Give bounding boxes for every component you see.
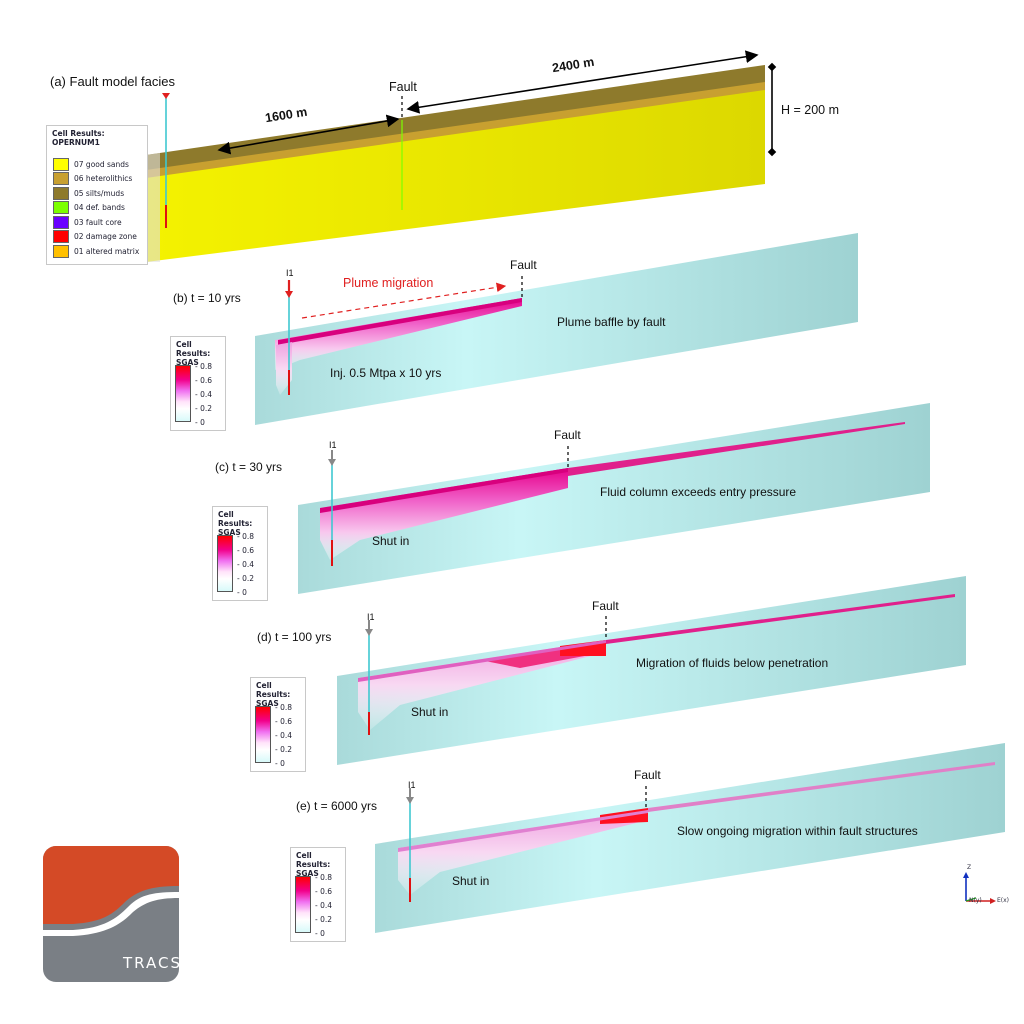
well-label-d: I1 xyxy=(367,612,375,622)
sgas-legend-title: Cell Results: xyxy=(218,510,253,528)
facies-swatch xyxy=(53,215,69,229)
sgas-tick-label: - 0.8 xyxy=(195,362,213,371)
facies-swatch xyxy=(53,186,69,200)
sgas-tick-label: - 0.2 xyxy=(237,574,255,583)
panel-c-sub: Shut in xyxy=(372,534,410,548)
facies-legend-item: 06 heterolithics xyxy=(53,172,133,185)
panel-d-time: (d) t = 100 yrs xyxy=(257,630,332,644)
sgas-legend-e: Cell Results: SGAS - 0.8 - 0.6 - 0.4 - 0.2 -… xyxy=(290,847,346,942)
facies-swatch xyxy=(53,157,69,171)
facies-legend-subtitle: OPERNUM1 xyxy=(52,138,100,147)
sgas-tick-label: - 0.8 xyxy=(237,532,255,541)
axis-triad xyxy=(963,872,996,904)
facies-label: 07 good sands xyxy=(74,159,129,169)
sgas-colorbar xyxy=(255,706,271,763)
facies-model-block xyxy=(146,65,765,262)
sgas-tick-label: - 0.6 xyxy=(237,546,255,555)
facies-legend-title: Cell Results: xyxy=(52,129,105,138)
sgas-tick-label: - 0.4 xyxy=(315,901,333,910)
well-label-b: I1 xyxy=(286,268,294,278)
facies-legend: Cell Results: OPERNUM1 07 good sands 06 h… xyxy=(46,125,148,265)
panel-c-slab xyxy=(298,403,930,594)
sgas-tick-label: - 0 xyxy=(237,588,247,597)
sgas-tick-label: - 0.4 xyxy=(195,390,213,399)
facies-label: 01 altered matrix xyxy=(74,246,140,256)
well-label-c: I1 xyxy=(329,440,337,450)
panel-d-slab xyxy=(337,576,966,765)
sgas-colorbar xyxy=(217,535,233,592)
panel-d-sub: Shut in xyxy=(411,705,449,719)
sgas-tick-label: - 0.4 xyxy=(237,560,255,569)
axis-y-label: N(y) xyxy=(969,897,982,904)
sgas-tick-label: - 0.6 xyxy=(315,887,333,896)
facies-swatch xyxy=(53,244,69,258)
sgas-legend-d: Cell Results: SGAS - 0.8 - 0.6 - 0.4 - 0.2 -… xyxy=(250,677,306,772)
axis-z-label: Z xyxy=(967,864,972,871)
sgas-tick-label: - 0.2 xyxy=(315,915,333,924)
axis-x-label: E(x) xyxy=(997,897,1010,904)
sgas-tick-label: - 0.8 xyxy=(275,703,293,712)
facies-swatch xyxy=(53,172,69,185)
sgas-legend-title: Cell Results: xyxy=(296,851,331,869)
sgas-legend-title: Cell Results: xyxy=(256,681,291,699)
sgas-tick-label: - 0.2 xyxy=(275,745,293,754)
logo-text: TRACS xyxy=(123,954,179,972)
facies-swatch xyxy=(53,230,69,243)
facies-label: 06 heterolithics xyxy=(74,174,133,183)
sgas-legend-c: Cell Results: SGAS - 0.8 - 0.6 - 0.4 - 0.2 -… xyxy=(212,506,268,601)
facies-label: 03 fault core xyxy=(74,217,122,227)
panel-a-fault-label: Fault xyxy=(389,80,417,94)
facies-legend-item: 07 good sands xyxy=(53,157,129,171)
well-label-e: I1 xyxy=(408,780,416,790)
sgas-legend-title: Cell Results: xyxy=(176,340,211,358)
facies-legend-item: 03 fault core xyxy=(53,215,122,229)
sgas-tick-label: - 0.8 xyxy=(315,873,333,882)
panel-e-note: Slow ongoing migration within fault stru… xyxy=(677,824,918,838)
panel-a-title: (a) Fault model facies xyxy=(50,74,175,89)
facies-legend-item: 02 damage zone xyxy=(53,230,137,243)
facies-legend-item: 04 def. bands xyxy=(53,201,125,214)
facies-legend-item: 01 altered matrix xyxy=(53,244,140,258)
sgas-colorbar xyxy=(175,365,191,422)
sgas-tick-label: - 0 xyxy=(195,418,205,427)
facies-label: 05 silts/muds xyxy=(74,188,125,198)
sgas-tick-label: - 0 xyxy=(275,759,285,768)
panel-e-slab xyxy=(375,743,1005,933)
sgas-tick-label: - 0.2 xyxy=(195,404,213,413)
panel-b-fault-label: Fault xyxy=(510,258,537,272)
facies-label: 04 def. bands xyxy=(74,203,125,212)
sgas-colorbar xyxy=(295,876,311,933)
height-label: H = 200 m xyxy=(781,103,840,117)
panel-e-sub: Shut in xyxy=(452,874,490,888)
facies-swatch xyxy=(53,201,69,214)
sgas-tick-label: - 0.6 xyxy=(195,376,213,385)
panel-c-fault-label: Fault xyxy=(554,428,581,442)
panel-c-time: (c) t = 30 yrs xyxy=(215,460,283,474)
sgas-legend-subtitle: SGAS xyxy=(218,528,241,537)
panel-b-slab xyxy=(255,233,858,425)
panel-b-note: Plume baffle by fault xyxy=(557,315,666,329)
facies-label: 02 damage zone xyxy=(74,232,137,241)
sgas-legend-b: Cell Results: SGAS - 0.8 - 0.6 - 0.4 - 0.2 -… xyxy=(170,336,226,431)
panel-e-time: (e) t = 6000 yrs xyxy=(296,799,378,813)
panel-e-fault-label: Fault xyxy=(634,768,661,782)
tracs-logo: TRACS xyxy=(43,846,179,982)
panel-b-time: (b) t = 10 yrs xyxy=(173,291,241,305)
panel-d-note: Migration of fluids below penetration xyxy=(636,656,829,670)
facies-legend-item: 05 silts/muds xyxy=(53,186,125,200)
sgas-tick-label: - 0.6 xyxy=(275,717,293,726)
sgas-legend-subtitle: SGAS xyxy=(256,699,279,708)
panel-b-sub: Inj. 0.5 Mtpa x 10 yrs xyxy=(330,366,442,380)
panel-d-fault-label: Fault xyxy=(592,599,619,613)
sgas-legend-subtitle: SGAS xyxy=(296,869,319,878)
sgas-legend-subtitle: SGAS xyxy=(176,358,199,367)
sgas-tick-label: - 0 xyxy=(315,929,325,938)
plume-migration-label: Plume migration xyxy=(343,276,434,290)
panel-c-note: Fluid column exceeds entry pressure xyxy=(600,485,797,499)
sgas-tick-label: - 0.4 xyxy=(275,731,293,740)
